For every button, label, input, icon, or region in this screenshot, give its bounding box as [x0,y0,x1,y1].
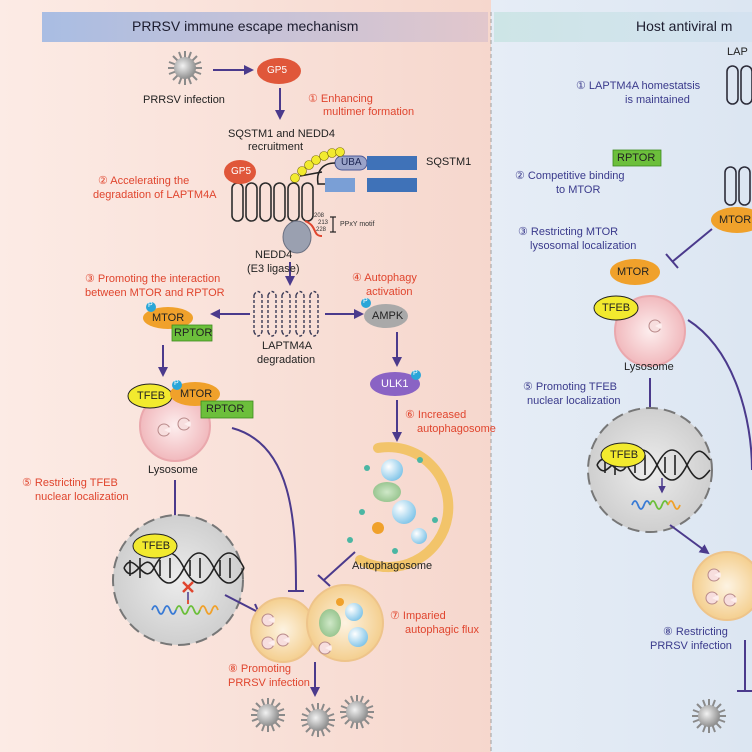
dna-helix-icon [123,552,245,584]
right-mtor-b-label: MTOR [617,266,650,278]
nedd4-label: NEDD4 [255,249,293,261]
autolysosome-icon [250,584,384,663]
right-step5-label: ⑤ Promoting TFEB [523,381,618,393]
uba-label: UBA [341,157,362,168]
autophagosome-label: Autophagosome [352,560,433,572]
laptm4a-degradation-2: degradation [257,354,316,366]
right-step3b-label: lysosomal localization [530,240,637,252]
right-tfeb-label: TFEB [602,302,631,314]
right-step2-label: ② Competitive binding [515,170,625,182]
laptm-partial-label: LAP [727,46,748,58]
step1-label: ① Enhancing [308,93,373,105]
phospho-mtor: P [148,302,153,309]
right-tfeb-nucleus-label: TFEB [610,449,639,461]
residue-228: 228 [316,227,327,233]
residue-213: 213 [318,220,329,226]
rptor-lysosome-label: RPTOR [206,403,245,415]
gp5-membrane-label: GP5 [231,166,252,177]
mtor-lysosome-label: MTOR [180,388,213,400]
left-header-bar [42,12,488,42]
step3b-label: between MTOR and RPTOR [85,287,225,299]
lysosome-label: Lysosome [148,464,198,476]
laptm4a-degraded-icon [253,290,319,337]
residue-208: 208 [314,213,325,219]
mrna-icon [151,600,219,615]
left-panel-title: PRRSV immune escape mechanism [132,18,359,34]
phospho-ulk1: P [413,370,418,377]
right-step8b-label: PRRSV infection [650,640,732,652]
mtor-label: MTOR [152,312,185,324]
step3-label: ③ Promoting the interaction [85,273,221,285]
right-step5b-label: nuclear localization [527,395,621,407]
step5b-label: nuclear localization [35,491,129,503]
step1b-label: multimer formation [323,106,415,118]
step7-label: ⑦ Imparied [390,610,446,622]
e3-ligase-label: (E3 ligase) [247,263,300,275]
rptor-label: RPTOR [174,327,213,339]
step4b-label: activation [366,286,413,298]
right-step1-label: ① LAPTM4A homestatsis [576,80,701,92]
gp5-membrane-blob [224,160,256,184]
right-step1b-label: is maintained [625,94,690,106]
prrsv-infection-label: PRRSV infection [143,94,225,106]
nedd4-blob [282,220,312,254]
step4-label: ④ Autophagy [352,272,417,284]
recruitment-label-2: recruitment [248,141,304,153]
right-panel-bg [491,0,752,752]
step2b-label: degradation of LAPTM4A [93,189,217,201]
step7b-label: autophagic flux [405,624,479,636]
ubiquitin-chain-icon [290,147,345,183]
ppxy-motif-label: PPxY motif [340,221,375,228]
laptm4a-degradation-1: LAPTM4A [262,340,313,352]
step8b-label: PRRSV infection [228,677,310,689]
step6b-label: autophagosome [417,423,496,435]
step5-label: ⑤ Restricting TFEB [22,477,118,489]
right-step3-label: ③ Restricting MTOR [518,226,619,238]
step2-label: ② Accelerating the [98,175,190,187]
right-step2b-label: to MTOR [556,184,601,196]
gp5-blob [257,58,301,84]
autophagosome-icon [347,442,454,573]
ampk-label: AMPK [372,310,404,322]
phospho-mtor-2: P [174,380,179,387]
step8-label: ⑧ Promoting [228,663,292,675]
right-mtor-a-label: MTOR [719,214,752,226]
gp5-label: GP5 [267,65,288,76]
right-rptor-label: RPTOR [617,152,656,164]
tfeb-lysosome-label: TFEB [137,390,166,402]
virus-icon [167,50,203,86]
recruitment-label-1: SQSTM1 and NEDD4 [228,128,335,140]
tfeb-nucleus-label: TFEB [142,540,171,552]
right-lysosome-label: Lysosome [624,361,674,373]
right-step8-label: ⑧ Restricting [663,626,728,638]
ulk1-label: ULK1 [381,378,409,390]
step6-label: ⑥ Increased [405,409,467,421]
sqstm1-label: SQSTM1 [426,156,472,168]
right-panel-title: Host antiviral m [636,18,733,34]
right-header-bar [494,12,752,42]
phospho-ampk: P [363,298,368,305]
